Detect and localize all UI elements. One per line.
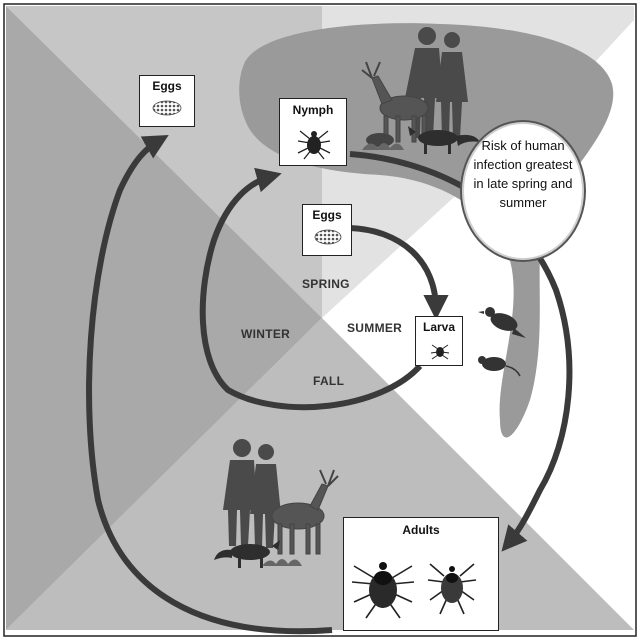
mouse-icon: [478, 356, 521, 377]
grass-bottom-icon: [262, 559, 302, 566]
larva-tick-icon: [430, 344, 450, 360]
bird-icon: [478, 307, 526, 338]
season-spring-label: SPRING: [302, 277, 350, 291]
risk-callout: Risk of human infection greatest in late…: [460, 120, 586, 262]
adults-box: Adults: [343, 517, 499, 631]
deer-bottom-icon: [271, 469, 339, 555]
arrow-adults-to-eggs: [86, 134, 333, 635]
season-winter-label: WINTER: [241, 327, 291, 341]
humans-bottom-icon: [223, 439, 281, 548]
egg-cluster-icon: [152, 100, 182, 116]
nymph-label: Nymph: [292, 103, 334, 117]
fox-top-icon: [408, 126, 480, 154]
arrow-nymph-to-adults: [349, 151, 573, 552]
fox-bottom-icon: [214, 540, 280, 568]
arrow-eggs-to-larva: [349, 225, 449, 321]
nymph-tick-icon: [297, 130, 331, 160]
adult-ticks-icon: [351, 562, 477, 619]
season-summer-label: SUMMER: [347, 321, 403, 335]
larva-box: Larva: [415, 316, 463, 366]
risk-callout-text: Risk of human infection greatest in late…: [473, 138, 573, 210]
egg-cluster-small-icon: [314, 229, 342, 245]
eggs-outer-label: Eggs: [152, 79, 182, 93]
season-fall-label: FALL: [313, 374, 345, 388]
larva-label: Larva: [422, 320, 456, 334]
adults-label: Adults: [402, 523, 440, 537]
winter-region: [6, 6, 322, 630]
nymph-box: Nymph: [279, 98, 347, 166]
eggs-inner-box: Eggs: [302, 204, 352, 256]
arrow-larva-to-nymph: [199, 167, 423, 411]
mouse-top-icon: [362, 133, 404, 150]
eggs-inner-label: Eggs: [312, 208, 342, 222]
eggs-outer-box: Eggs: [139, 75, 195, 127]
deer-top-icon: [361, 61, 429, 143]
